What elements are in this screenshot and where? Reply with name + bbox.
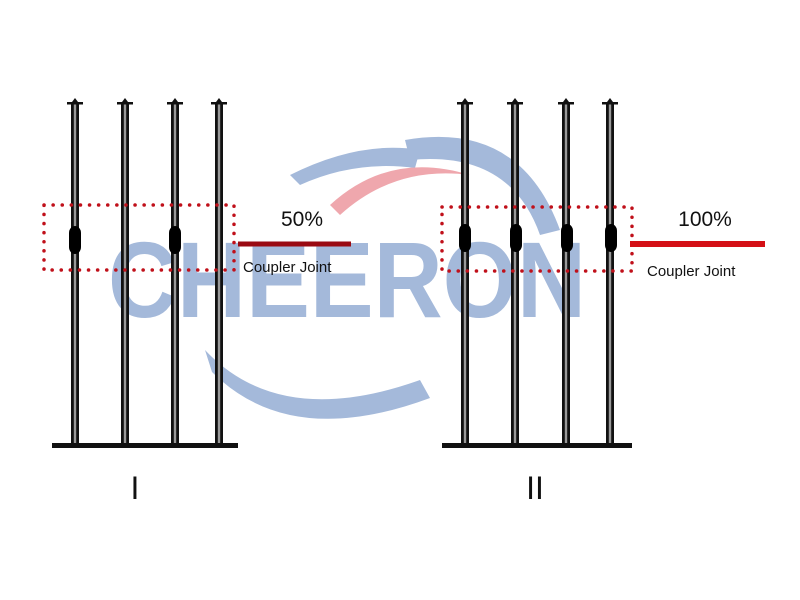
coupler-joint-ii-1 xyxy=(459,224,471,252)
coupler-joint-caption-ii: Coupler Joint xyxy=(647,263,736,280)
coupler-joint-i-1 xyxy=(69,226,81,254)
pole-ii-2 xyxy=(507,98,523,447)
base-ii xyxy=(442,443,632,448)
coupler-joint-i-3 xyxy=(169,226,181,254)
base-i xyxy=(52,443,238,448)
pole-i-3 xyxy=(167,98,183,447)
watermark-lower-arc xyxy=(205,350,430,419)
pole-ii-1 xyxy=(457,98,473,447)
diagram-ii xyxy=(440,98,765,448)
percentage-label-i: 50% xyxy=(280,208,324,231)
pole-i-2 xyxy=(117,98,133,447)
coupler-joint-caption-i: Coupler Joint xyxy=(243,259,332,276)
percentage-label-ii: 100% xyxy=(678,208,732,231)
pole-ii-3 xyxy=(558,98,574,447)
group-label-i: I xyxy=(130,470,140,506)
group-label-ii: II xyxy=(526,470,544,506)
coupler-joint-ii-4 xyxy=(605,224,617,252)
pole-i-4 xyxy=(211,98,227,447)
coupler-joint-ii-2 xyxy=(510,224,522,252)
diagram-i xyxy=(42,98,351,448)
coupler-joint-ii-3 xyxy=(561,224,573,252)
pole-i-1 xyxy=(67,98,83,447)
watermark-text: CHEERON xyxy=(108,219,586,340)
watermark-red-arc xyxy=(330,167,470,215)
